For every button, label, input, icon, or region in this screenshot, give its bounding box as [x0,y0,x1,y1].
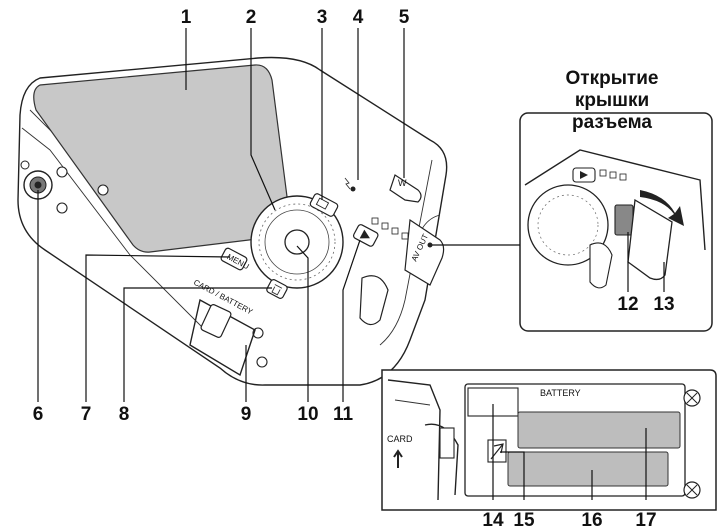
av-connector [614,204,634,236]
callout-15: 15 [513,510,535,531]
callout-2: 2 [246,7,257,28]
menu-button: MENU [220,247,251,271]
ok-button [284,229,310,255]
inset-battery-chamber: CARD BATTERY [381,369,717,511]
zoom-control: W [389,174,422,203]
memory-card-area [507,451,669,487]
battery-latch [487,439,507,463]
callout-11: 11 [333,404,354,425]
battery-label-text: BATTERY [540,388,581,398]
inset-caption-line-1: Открытие [566,68,659,89]
rotary-multi-selector [250,195,344,289]
inset-caption-line-3: разъема [572,112,652,133]
zoom-wide-text: W [398,178,407,188]
callout-9: 9 [241,404,252,425]
callout-4: 4 [353,7,364,28]
lcd-screen [33,64,291,253]
callout-12: 12 [617,294,638,315]
battery-chamber [517,411,681,449]
strap-eyelet [359,275,389,326]
callout-3: 3 [317,7,328,28]
open-direction-arrow [640,190,684,226]
callout-17: 17 [635,510,656,531]
callout-13: 13 [653,294,674,315]
callout-8: 8 [119,404,130,425]
callout-5: 5 [399,7,410,28]
callout-numbers: 1 2 3 4 5 6 7 8 9 10 11 12 13 14 15 16 1… [33,7,675,531]
leader-lines [37,28,665,500]
card-slot-text: CARD [387,434,413,444]
callout-1: 1 [181,7,192,28]
connector-cover: AV OUT [404,218,445,286]
playback-button [352,224,379,247]
body-screws [20,160,268,368]
callout-10: 10 [297,404,318,425]
delete-button [266,279,288,299]
inset-connector [519,112,713,332]
callout-14: 14 [482,510,504,531]
inset-caption-line-2: крышки [575,90,649,111]
flash-indicator [344,177,356,192]
shooting-mode-button [309,193,339,217]
battery-chamber-cover: CARD / BATTERY [189,278,256,377]
opened-connector-cover [627,198,673,281]
callout-6: 6 [33,404,44,425]
tripod-socket [23,170,53,200]
callout-7: 7 [81,404,92,425]
callout-16: 16 [581,510,602,531]
